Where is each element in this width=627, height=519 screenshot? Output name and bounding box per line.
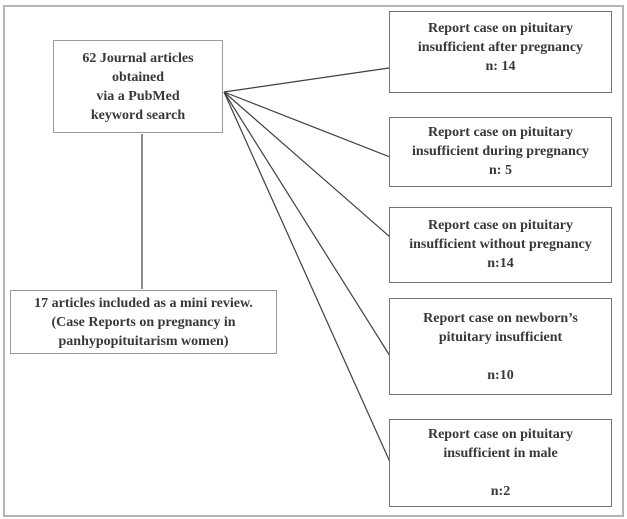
category-box-male: Report case on pituitary insufficient in… [389, 419, 612, 507]
category-box-without-pregnancy: Report case on pituitary insufficient wi… [389, 207, 612, 283]
source-box: 62 Journal articles obtained via a PubMe… [53, 40, 223, 133]
result-box-label: 17 articles included as a mini review. (… [34, 296, 253, 349]
connector-source-to-during-pregnancy [223, 91, 391, 158]
category-box-label: Report case on pituitary insufficient wi… [409, 218, 592, 271]
result-box: 17 articles included as a mini review. (… [10, 290, 277, 354]
source-box-label: 62 Journal articles obtained via a PubMe… [82, 51, 194, 123]
category-box-label: Report case on newborn’s pituitary insuf… [423, 311, 578, 383]
connector-source-to-after-pregnancy [223, 67, 390, 93]
connector-source-to-without-pregnancy [223, 91, 391, 238]
connector-source-to-male [223, 91, 391, 463]
category-box-during-pregnancy: Report case on pituitary insufficient du… [389, 117, 612, 187]
category-box-after-pregnancy: Report case on pituitary insufficient af… [389, 11, 612, 93]
category-box-label: Report case on pituitary insufficient in… [427, 427, 574, 499]
category-box-label: Report case on pituitary insufficient af… [417, 21, 584, 74]
connector-source-to-newborn [223, 91, 391, 357]
category-box-newborn: Report case on newborn’s pituitary insuf… [389, 298, 612, 395]
category-box-label: Report case on pituitary insufficient du… [411, 125, 590, 178]
